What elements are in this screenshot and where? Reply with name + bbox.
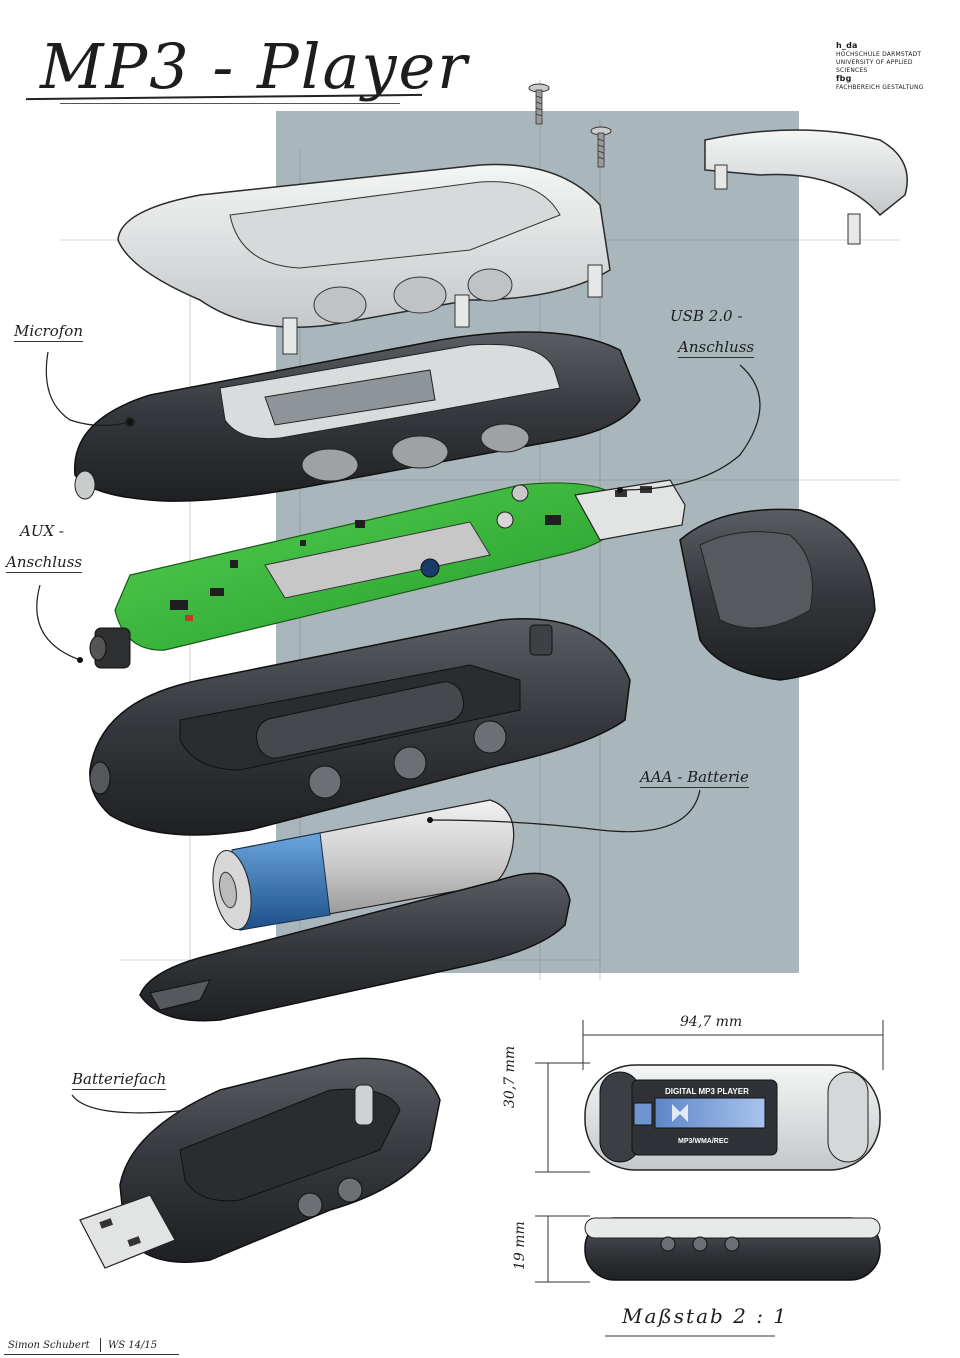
- scale-label: Maßstab 2 : 1: [622, 1304, 789, 1328]
- label-battery-compartment: Batteriefach: [72, 1070, 167, 1090]
- label-aux-line2: Anschluss: [6, 553, 83, 573]
- dimension-width: 94,7 mm: [680, 1014, 743, 1030]
- device-screen-top-text: DIGITAL MP3 PLAYER: [665, 1087, 749, 1096]
- label-aaa-battery: AAA - Batterie: [640, 768, 749, 788]
- page-title: MP3 - Player: [40, 30, 469, 103]
- label-aux-line1: AUX -: [20, 522, 64, 540]
- label-usb-line2: Anschluss: [678, 338, 755, 358]
- dimension-depth: 19 mm: [512, 1221, 528, 1270]
- front-view-drawing: DIGITAL MP3 PLAYER MP3/WMA/REC: [584, 1064, 881, 1171]
- upper-housing: [74, 331, 641, 502]
- aaa-battery: [212, 799, 515, 931]
- aux-jack: [89, 627, 131, 669]
- device-screen-bottom-text: MP3/WMA/REC: [678, 1138, 729, 1145]
- battery-cover: [139, 872, 571, 1022]
- screw-left: [528, 83, 550, 125]
- university-logo: h_da HOCHSCHULE DARMSTADT UNIVERSITY OF …: [836, 41, 924, 92]
- footer-rule: [4, 1354, 179, 1355]
- title-underline-secondary: [60, 103, 400, 104]
- footer-divider: [100, 1338, 101, 1352]
- battery-compartment-view: [79, 1057, 441, 1269]
- lower-housing: [89, 618, 631, 836]
- screw-right: [590, 126, 612, 168]
- top-shell-cover: [117, 163, 611, 355]
- label-usb-line1: USB 2.0 -: [670, 307, 743, 325]
- footer-semester: WS 14/15: [108, 1340, 158, 1351]
- dimension-height: 30,7 mm: [502, 1045, 518, 1108]
- end-cap-dark: [679, 508, 876, 681]
- usb-connector: [574, 479, 686, 541]
- footer-author: Simon Schubert: [8, 1340, 90, 1351]
- end-cap-cover: [704, 129, 908, 245]
- dimension-lines: [535, 1020, 884, 1337]
- side-view-drawing: [584, 1217, 881, 1281]
- label-microphone: Microfon: [14, 322, 84, 342]
